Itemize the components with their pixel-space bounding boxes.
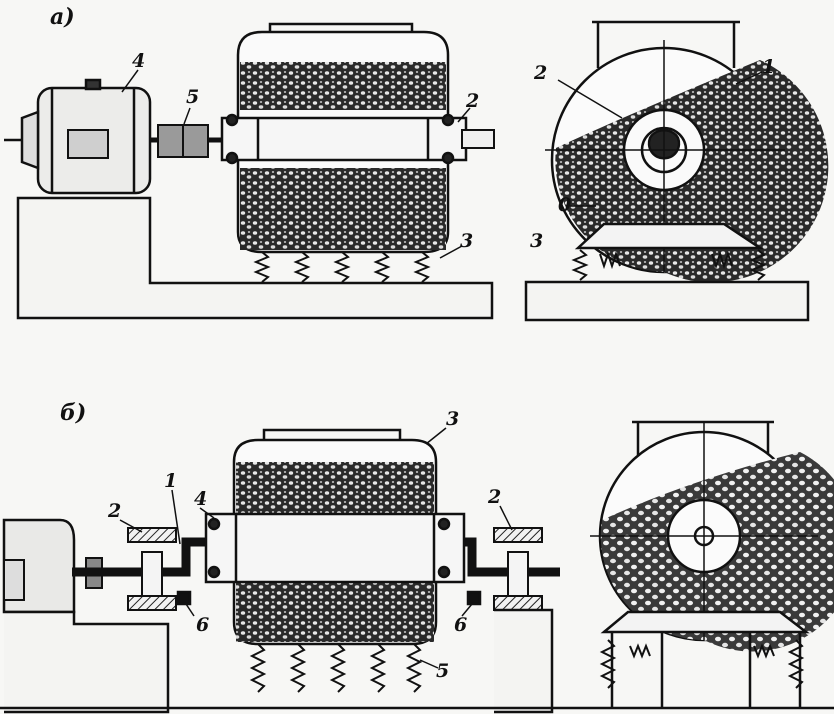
callout-b-left-mass: 6 [196,614,210,636]
callout-a-side-center: 0 [558,194,572,216]
panel-a-front-view [4,22,495,320]
base-slab [16,196,494,320]
callout-b-springs: 5 [436,660,450,682]
callout-a-springs: 3 [460,230,474,252]
callout-a-coupling: 5 [186,86,200,108]
springs-b [249,643,423,693]
panel-b-side-view [590,420,834,708]
springs-a-side [571,249,767,281]
callout-a-side-springs: 3 [530,230,544,252]
axle-housing [220,116,468,162]
callout-b-left-support: 2 [108,500,122,522]
callout-b-shaft: 1 [164,470,178,492]
callout-a-motor: 4 [132,50,146,72]
callout-b-bearing-housing: 4 [194,488,208,510]
panel-a-side-view [524,20,829,322]
callout-a-shaft-end: 2 [466,90,480,112]
panel-b-label: б) [60,400,87,426]
motor [4,78,152,195]
callout-a-side-grain: 1 [762,56,776,78]
springs-a [253,251,431,283]
callout-a-side-unbalance: 2 [534,62,548,84]
panel-b-front-view [0,427,834,714]
panel-a-label: а) [50,4,75,30]
callout-b-right-mass: 6 [454,614,468,636]
hopper [592,20,740,68]
callout-b-right-support: 2 [488,486,502,508]
callout-b-shell: 3 [446,408,460,430]
